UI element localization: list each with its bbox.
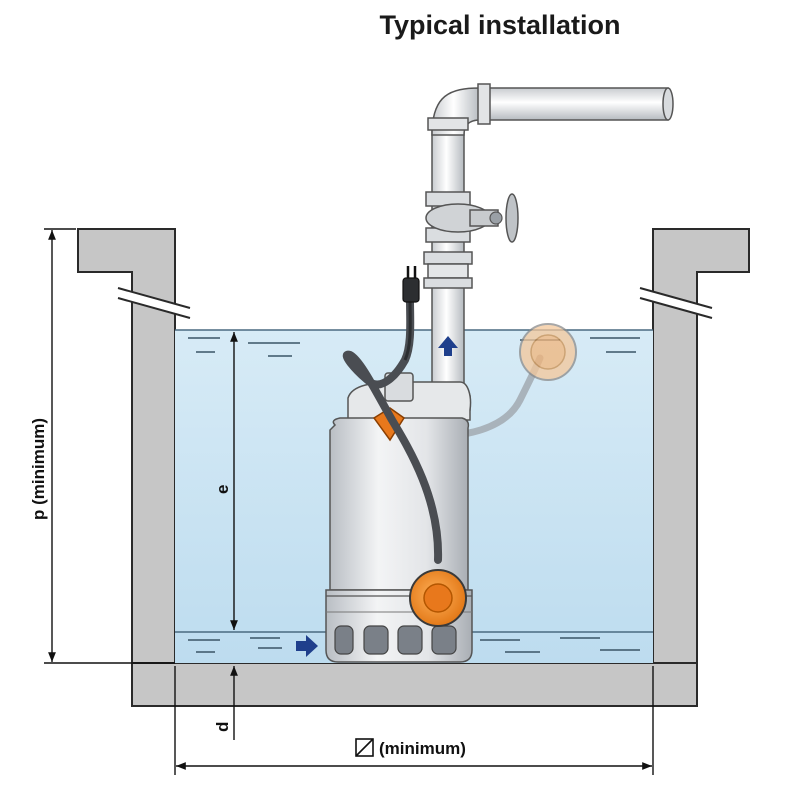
plug-icon — [402, 266, 420, 303]
diameter-symbol-icon — [355, 738, 374, 757]
submersible-pump — [325, 372, 473, 663]
dimension-width — [174, 666, 654, 775]
label-d: d — [213, 722, 232, 732]
wall-break-right — [639, 287, 713, 319]
label-width-minimum: (minimum) — [379, 739, 466, 758]
power-cable — [342, 296, 443, 564]
sump-pit — [77, 228, 750, 707]
label-e: e — [213, 485, 232, 494]
right-wall — [652, 228, 750, 664]
wall-break-left — [117, 287, 191, 319]
label-p-minimum: p (minimum) — [29, 418, 48, 520]
float-switch-raised — [519, 323, 577, 381]
dimension-p — [44, 228, 175, 664]
flow-arrow-intake — [296, 635, 318, 657]
gate-valve — [425, 191, 519, 243]
page-title: Typical installation — [379, 10, 621, 40]
pit-floor — [131, 662, 698, 707]
float-switch-lowered — [409, 569, 467, 627]
flow-arrow-up — [438, 336, 458, 356]
